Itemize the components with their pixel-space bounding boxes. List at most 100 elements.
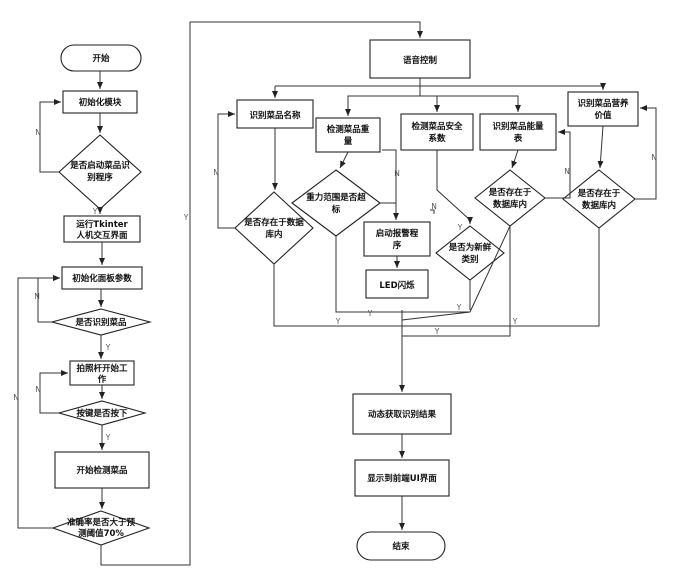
led-flash-label: LED闪烁 — [379, 280, 415, 291]
yes-label: Y — [183, 213, 189, 222]
name-in-db-label-1: 是否存在于数据 — [243, 217, 304, 228]
run-tkinter-label-2: 人机交互界面 — [76, 230, 128, 241]
recog-nutrition-label-1: 识别菜品营养 — [577, 98, 629, 109]
edge-namedb-yes — [273, 264, 402, 327]
edge-merge-2 — [402, 226, 511, 337]
end-terminal — [356, 531, 446, 561]
edge-recogq-no — [37, 275, 60, 323]
edge-bus-energy — [437, 95, 521, 112]
start-recog-label-2: 别程序 — [86, 172, 113, 183]
detect-safety-box — [400, 113, 474, 151]
recog-nutrition-label-2: 价值 — [594, 110, 612, 121]
yes-label: Y — [367, 309, 373, 318]
no-label: N — [564, 167, 570, 176]
edge-namedb-no — [217, 111, 235, 229]
edge-weight-range — [339, 151, 349, 169]
yes-label: Y — [335, 317, 341, 326]
alarm-start-label-1: 启动报警程 — [376, 228, 419, 239]
get-result-label: 动态获取识别结果 — [368, 409, 437, 420]
yes-label: Y — [456, 303, 462, 312]
no-label: N — [35, 385, 41, 394]
yes-label: Y — [512, 317, 518, 326]
recog-energy-box — [479, 113, 557, 151]
edge-range-yes — [335, 236, 470, 313]
recog-energy-label-2: 表 — [513, 133, 523, 144]
yes-label: Y — [105, 433, 111, 442]
no-label: N — [34, 292, 40, 301]
voice-control-box — [369, 39, 471, 79]
accuracy-decision — [51, 510, 151, 546]
edge-safety-fresh — [436, 150, 473, 224]
no-label: N — [35, 128, 41, 137]
nutr-in-db-label-1: 是否存在于 — [577, 188, 621, 199]
edge-range-n2 — [430, 209, 435, 214]
init-panel-box — [61, 266, 143, 290]
alarm-start-label-2: 序 — [392, 240, 402, 251]
accuracy-label-2: 测阈值70% — [78, 528, 124, 539]
edge-energydb-no — [545, 129, 571, 199]
init-module-label: 初始化模块 — [79, 97, 122, 108]
nutr-in-db-decision — [562, 169, 636, 229]
edge-accq-no — [17, 275, 60, 529]
led-flash-box — [365, 269, 429, 299]
voice-control-label: 语音控制 — [403, 55, 438, 66]
detect-safety-label-2: 系数 — [428, 133, 446, 144]
weight-range-label-2: 标 — [331, 204, 341, 215]
detect-weight-box — [315, 117, 381, 153]
edge-nutr-db — [597, 125, 604, 169]
start-recog-label-1: 是否启动菜品识 — [69, 160, 130, 171]
recog-nutrition-box — [567, 91, 639, 127]
edge-bus-safety — [420, 95, 440, 112]
fresh-label-2: 类别 — [461, 254, 478, 265]
edge-energydb-yes — [401, 225, 511, 321]
yes-label: Y — [434, 327, 440, 336]
edge-accq-yes — [100, 21, 423, 566]
detect-weight-label-2: 量 — [344, 136, 353, 147]
recog-dish-label: 是否识别菜品 — [74, 317, 127, 328]
yes-label: Y — [457, 223, 463, 232]
yes-label: Y — [105, 343, 111, 352]
no-label: N — [213, 168, 219, 177]
edge-keyq-no — [39, 370, 68, 414]
run-tkinter-label-1: 运行Tkinter — [76, 219, 128, 230]
get-result-box — [352, 393, 452, 435]
edge-bus-weight — [345, 86, 421, 116]
energy-in-db-decision — [474, 169, 546, 227]
detect-safety-label-1: 检测菜品安全 — [411, 121, 463, 132]
camera-start-label-2: 作 — [98, 374, 107, 385]
start-detect-box — [54, 451, 150, 489]
show-ui-label: 显示到前端UI界面 — [367, 473, 437, 484]
no-label: N — [394, 169, 400, 178]
edge-nutrdb-no — [635, 105, 657, 200]
accuracy-label-1: 准确率是否大于预 — [67, 517, 136, 528]
weight-range-label-1: 重力范围是否超 — [306, 192, 366, 203]
recog-name-label: 识别菜品名称 — [249, 110, 301, 121]
start-label: 开始 — [92, 53, 110, 64]
edge-startq-no — [39, 99, 61, 173]
fresh-label-1: 是否为新鲜 — [448, 242, 492, 253]
start-detect-label: 开始检测菜品 — [76, 465, 128, 476]
edge-range-alarm — [380, 202, 399, 220]
name-in-db-label-2: 库内 — [265, 229, 282, 240]
start-recog-decision — [58, 134, 142, 210]
no-label: N — [431, 202, 437, 211]
energy-in-db-label-1: 是否存在于 — [488, 187, 532, 198]
init-panel-label: 初始化面板参数 — [72, 273, 132, 284]
detect-weight-label-1: 检测菜品重 — [327, 124, 370, 135]
show-ui-box — [354, 459, 450, 497]
recog-energy-label-1: 识别菜品能量 — [492, 121, 544, 132]
yes-label: Y — [92, 207, 98, 216]
camera-start-label-1: 拍照杆开始工 — [76, 363, 128, 374]
nutr-in-db-label-2: 数据库内 — [582, 200, 616, 211]
start-terminal — [60, 44, 142, 72]
edge-energy-db — [511, 149, 519, 169]
energy-in-db-label-2: 数据库内 — [493, 199, 527, 210]
no-label: N — [651, 153, 657, 162]
no-label: N — [13, 393, 19, 402]
edge-range-no — [382, 149, 397, 203]
key-pressed-label: 按键是否按下 — [76, 408, 128, 419]
end-label: 结束 — [392, 541, 410, 552]
edge-nutrdb-yes — [402, 228, 600, 327]
fresh-decision — [435, 225, 505, 281]
